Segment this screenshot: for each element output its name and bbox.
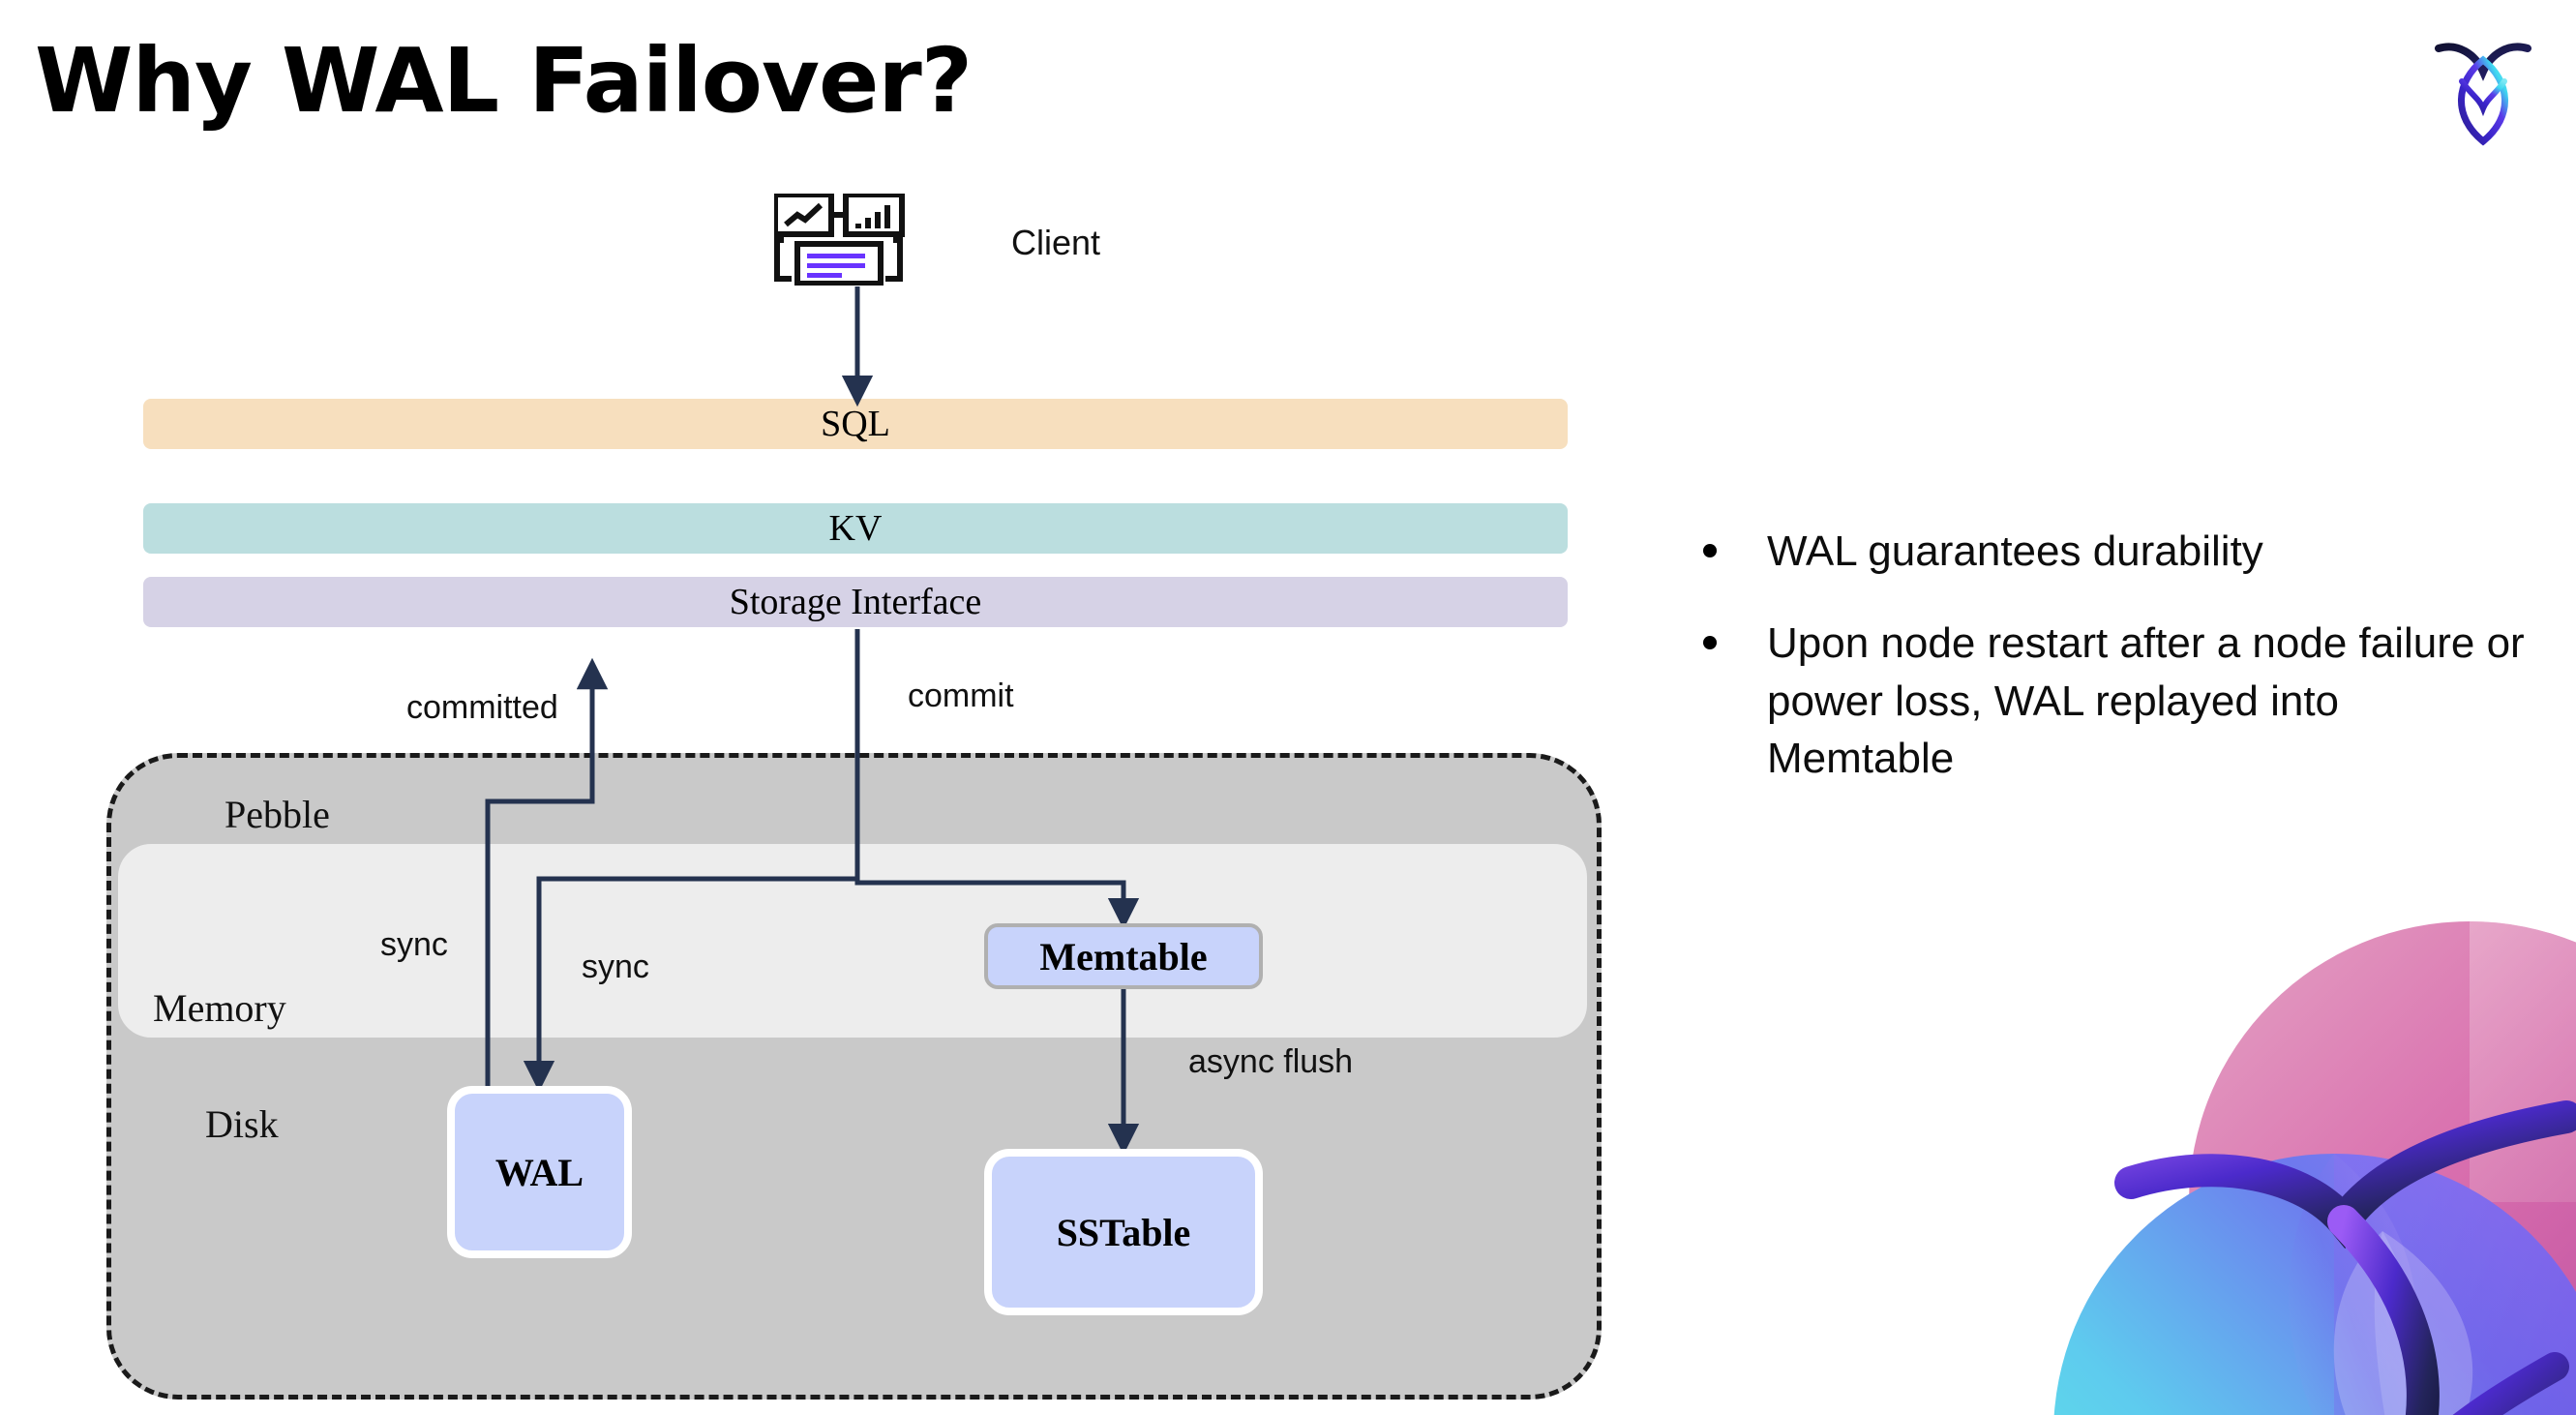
layer-bar-storage-label: Storage Interface (729, 582, 982, 622)
edge-label-async-flush: async flush (1188, 1043, 1354, 1080)
list-item: Upon node restart after a node failure o… (1703, 615, 2535, 787)
layer-bar-sql: SQL (143, 399, 1568, 449)
bullet-list: WAL guarantees durability Upon node rest… (1703, 523, 2535, 823)
node-memtable: Memtable (984, 923, 1263, 989)
layer-bar-kv: KV (143, 503, 1568, 554)
client-dashboard-icon (772, 192, 929, 286)
list-item: WAL guarantees durability (1703, 523, 2535, 580)
layer-bar-storage-interface: Storage Interface (143, 577, 1568, 627)
bullet-text: WAL guarantees durability (1767, 527, 2263, 575)
node-wal-label: WAL (494, 1150, 584, 1194)
bullet-dot-icon (1703, 544, 1717, 557)
client-label: Client (1011, 223, 1101, 262)
cockroach-labs-logo (2425, 27, 2541, 148)
node-sstable-label: SSTable (1056, 1210, 1191, 1254)
node-wal: WAL (447, 1086, 632, 1258)
disk-label: Disk (205, 1102, 279, 1146)
edge-label-sync-1: sync (380, 926, 448, 963)
bullet-text: Upon node restart after a node failure o… (1767, 619, 2525, 783)
edge-label-committed: committed (406, 689, 558, 726)
node-memtable-label: Memtable (1039, 934, 1208, 978)
bullet-dot-icon (1703, 636, 1717, 650)
memory-tier (118, 844, 1587, 1038)
layer-bar-kv-label: KV (828, 508, 883, 549)
node-sstable: SSTable (984, 1149, 1263, 1315)
edge-label-commit: commit (908, 677, 1014, 714)
pebble-label: Pebble (225, 793, 330, 836)
layer-bar-sql-label: SQL (821, 404, 890, 444)
gradient-spheres-graphic (1928, 912, 2576, 1415)
page-title: Why WAL Failover? (35, 29, 973, 133)
edge-label-sync-2: sync (582, 948, 649, 985)
memory-label: Memory (153, 986, 286, 1030)
